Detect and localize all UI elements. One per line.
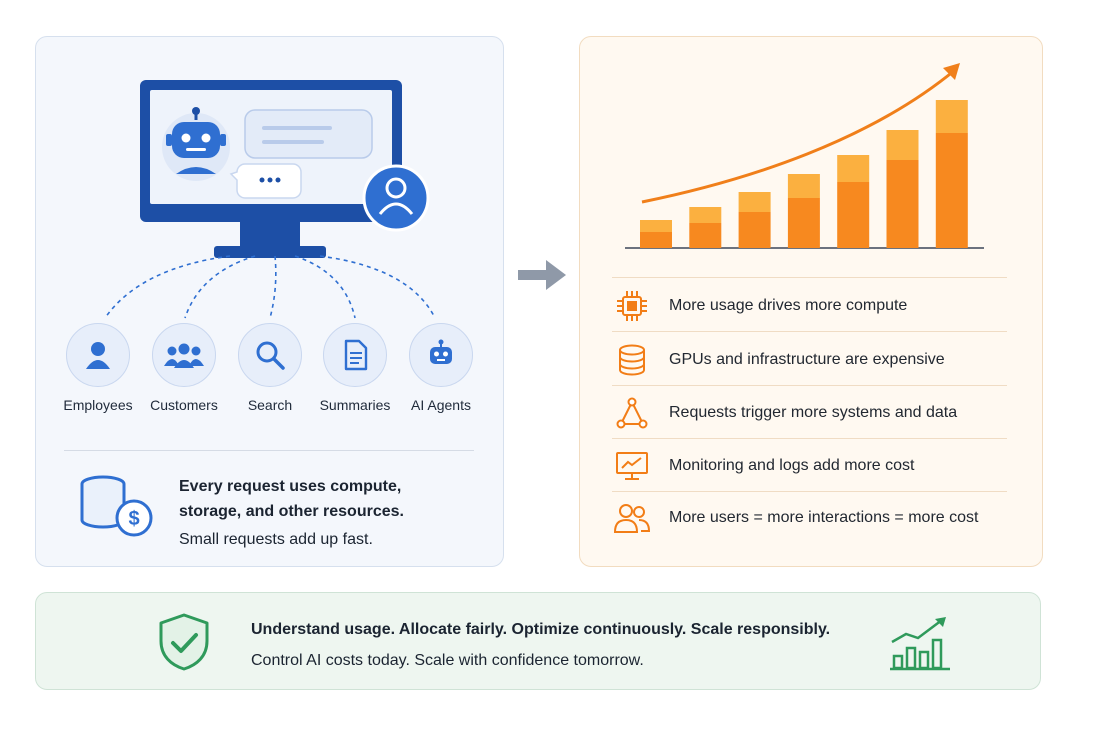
- monitor-neck: [240, 222, 300, 248]
- user-type-label: Employees: [63, 397, 133, 413]
- search-icon: [256, 341, 285, 370]
- resource-note-line3: Small requests add up fast.: [179, 531, 373, 548]
- right-divider: [612, 331, 1007, 332]
- right-divider: [612, 385, 1007, 386]
- typing-bubble-icon: [229, 163, 302, 199]
- user-type-label: Search: [247, 397, 293, 413]
- customers-circle: [152, 323, 216, 387]
- bottom-banner: [35, 592, 1041, 690]
- bar-base-segment: [640, 232, 672, 248]
- right-divider: [612, 277, 1007, 278]
- connector-lines: [104, 255, 436, 319]
- bar-top-segment: [886, 130, 919, 160]
- trend-arrowhead: [943, 63, 960, 80]
- cost-driver-label: GPUs and infrastructure are expensive: [669, 351, 945, 368]
- robot-icon: [430, 339, 452, 364]
- employees-circle: [66, 323, 130, 387]
- screen-robot-icon: [162, 107, 230, 181]
- user-avatar-icon: [362, 164, 430, 232]
- search-circle: [238, 323, 302, 387]
- user-type-label: Summaries: [319, 397, 391, 413]
- cost-driver-label: More users = more interactions = more co…: [669, 509, 979, 526]
- banner-subline: Control AI costs today. Scale with confi…: [251, 652, 644, 669]
- bar-base-segment: [837, 182, 870, 248]
- users-icon: [613, 504, 651, 533]
- cost-growth-chart: [625, 63, 984, 249]
- bar-base-segment: [935, 133, 968, 248]
- bar-top-segment: [689, 207, 722, 223]
- chat-bubble-icon: [244, 109, 373, 159]
- bar-top-segment: [640, 220, 672, 232]
- chatbot-monitor-illustration: [140, 80, 430, 258]
- document-icon: [344, 339, 368, 371]
- cost-driver-item: More users = more interactions = more co…: [612, 498, 1012, 538]
- bar-top-segment: [837, 155, 870, 182]
- bar-base-segment: [738, 212, 771, 248]
- monitor-chart-icon: [616, 452, 648, 480]
- bar-top-segment: [935, 100, 968, 133]
- ai-agents-circle: [409, 323, 473, 387]
- user-type-label: AI Agents: [411, 397, 471, 413]
- bar-top-segment: [787, 174, 820, 198]
- cost-driver-item: Monitoring and logs add more cost: [612, 446, 1012, 486]
- bar-base-segment: [689, 223, 722, 248]
- cost-driver-label: More usage drives more compute: [669, 297, 908, 314]
- cost-driver-item: GPUs and infrastructure are expensive: [612, 340, 1012, 380]
- monitor-base: [214, 246, 326, 258]
- cost-driver-label: Requests trigger more systems and data: [669, 404, 958, 421]
- person-icon: [86, 342, 110, 369]
- summaries-circle: [323, 323, 387, 387]
- right-divider: [612, 491, 1007, 492]
- trend-line: [641, 68, 956, 204]
- svg-text:$: $: [128, 508, 139, 530]
- bar-base-segment: [787, 198, 820, 248]
- resource-note-line1: Every request uses compute,: [179, 478, 402, 495]
- arrow-right-icon: [518, 260, 566, 290]
- right-divider: [612, 438, 1007, 439]
- user-type-label: Customers: [150, 397, 218, 413]
- left-divider: [64, 450, 474, 451]
- cost-driver-item: Requests trigger more systems and data: [612, 393, 1012, 433]
- cpu-chip-icon: [617, 291, 647, 321]
- bar-base-segment: [886, 160, 919, 248]
- cost-driver-item: More usage drives more compute: [612, 286, 1012, 326]
- bar-top-segment: [738, 192, 771, 212]
- resource-note-line2: storage, and other resources.: [179, 503, 404, 520]
- database-icon: [619, 344, 645, 376]
- growth-chart-icon: [890, 617, 950, 671]
- network-nodes-icon: [616, 397, 648, 429]
- storage-cost-icon: $: [80, 475, 153, 537]
- shield-check-icon: [159, 613, 209, 671]
- group-icon: [164, 343, 204, 368]
- cost-driver-label: Monitoring and logs add more cost: [669, 457, 915, 474]
- banner-headline: Understand usage. Allocate fairly. Optim…: [251, 621, 831, 638]
